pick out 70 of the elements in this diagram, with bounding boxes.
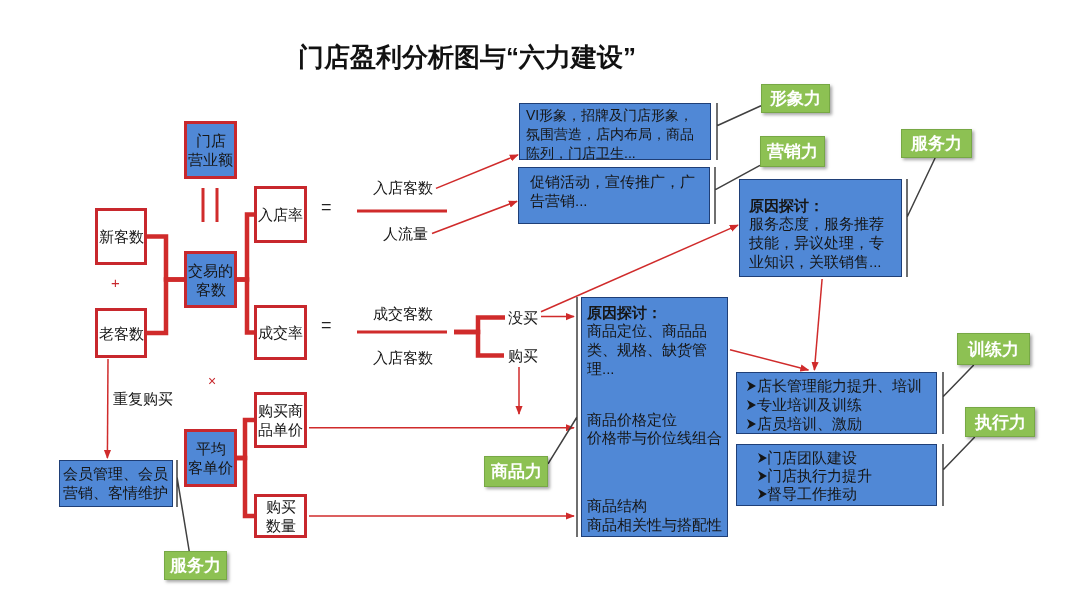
connector-line: [237, 277, 254, 335]
description-box: [581, 297, 728, 537]
arrow: [431, 200, 518, 235]
arrow: [435, 154, 519, 190]
category-tag: 服务力: [901, 129, 972, 158]
formula-term: 成交客数: [371, 304, 434, 323]
metric-box: 门店营业额: [184, 121, 237, 179]
times-sign: ×: [208, 372, 217, 391]
edge-label: 重复购买: [113, 389, 173, 409]
metric-box: 新客数: [95, 208, 147, 265]
equals-sign: =: [321, 315, 332, 335]
equals-sign: =: [321, 197, 332, 217]
metric-box: 平均客单价: [184, 429, 237, 487]
metric-box: 购买数量: [254, 494, 307, 538]
leader-line: [716, 102, 762, 161]
branch-label: 没买: [506, 308, 540, 327]
metric-box: 成交率: [254, 305, 307, 360]
title: 门店盈利分析图与“六力建设”: [298, 41, 636, 73]
connector-line: [237, 455, 254, 519]
formula-term: 入店客数: [371, 178, 434, 197]
arrow: [540, 313, 575, 321]
connector-line: [454, 329, 504, 358]
formula-term: 人流量: [381, 224, 430, 243]
metric-box: 交易的客数: [184, 251, 237, 308]
body-text: 商品价格定位: [587, 410, 677, 429]
body-text: 商品结构: [587, 496, 647, 515]
list-item-text: 店长管理能力提升、培训: [757, 376, 922, 395]
heading-text: 原因探讨：: [749, 196, 824, 215]
description-box: [736, 372, 937, 434]
category-tag: 训练力: [957, 333, 1030, 365]
leader-line: [714, 164, 761, 225]
metric-box: 入店率: [254, 186, 307, 243]
branch-label: 购买: [505, 346, 540, 365]
arrow: [811, 278, 823, 371]
metric-box: 老客数: [95, 308, 147, 358]
body-text: 商品定位、商品品类、规格、缺货管理...: [587, 321, 707, 378]
category-tag: 形象力: [761, 84, 830, 113]
arrow: [515, 366, 523, 415]
category-tag: 商品力: [484, 456, 548, 487]
description-box: 会员管理、会员营销、客情维护: [59, 460, 173, 507]
leader-line: [942, 364, 975, 435]
arrow: [540, 224, 739, 313]
heading-text: 原因探讨：: [587, 303, 662, 322]
body-text: 价格带与价位线组合: [587, 428, 722, 447]
leader-line: [906, 157, 936, 278]
connector-line: [147, 277, 184, 336]
arrow: [308, 424, 575, 432]
description-box: [736, 444, 937, 506]
leader-line: [547, 296, 578, 538]
arrow: [103, 358, 112, 459]
plus-sign: +: [111, 273, 120, 293]
formula-term: 入店客数: [371, 348, 434, 367]
list-item-text: 门店执行力提升: [767, 466, 872, 485]
leader-line: [942, 436, 976, 507]
body-text: 服务态度，服务推荐技能，异议处理，专业知识，关联销售...: [749, 214, 884, 271]
category-tag: 执行力: [965, 407, 1035, 437]
arrow: [308, 512, 575, 520]
arrow: [729, 349, 810, 372]
list-item-text: 店员培训、激励: [757, 414, 862, 433]
body-text: 商品相关性与搭配性: [587, 515, 722, 534]
metric-box: 购买商品单价: [254, 392, 307, 448]
list-item-text: 门店团队建设: [767, 448, 857, 467]
leader-line: [176, 459, 190, 552]
description-box: VI形象，招牌及门店形象，氛围营造，店内布局，商品陈列，门店卫生...: [519, 103, 711, 160]
description-box: [739, 179, 902, 277]
category-tag: 营销力: [760, 136, 825, 167]
list-item-text: 专业培训及训练: [757, 395, 862, 414]
list-item-text: 督导工作推动: [767, 484, 857, 503]
description-box: 促销活动，宣传推广，广告营销...: [518, 167, 710, 224]
category-tag: 服务力: [164, 551, 227, 580]
